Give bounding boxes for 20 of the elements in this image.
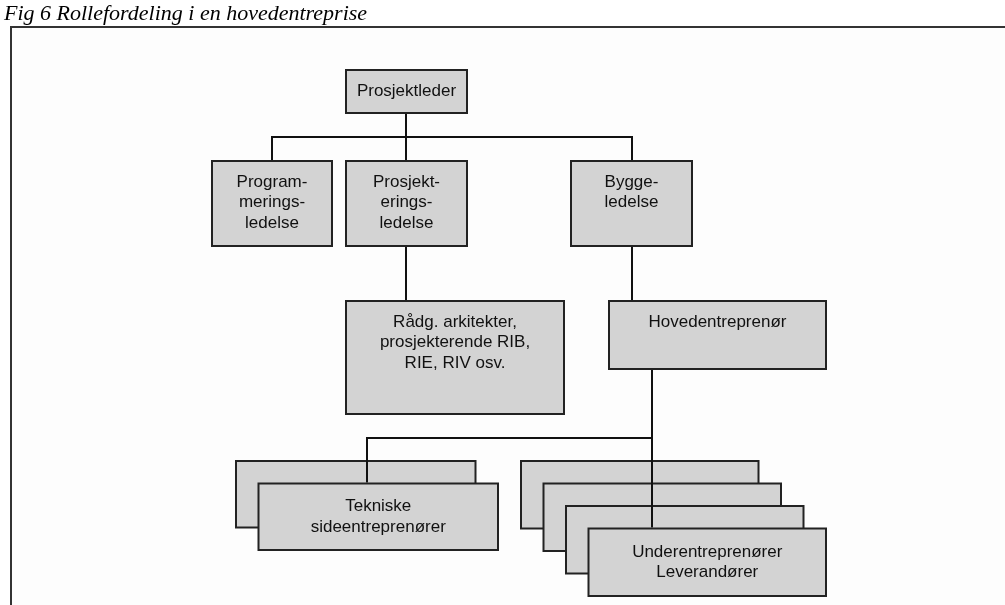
box-label: Program- merings- ledelse: [235, 172, 309, 234]
box-label: Prosjektleder: [355, 81, 458, 102]
org-box: [570, 160, 693, 247]
figure-title: Fig 6 Rollefordeling i en hovedentreprise: [4, 0, 368, 26]
stacked-boxes: [520, 460, 827, 597]
box-label: Hovedentreprenør: [647, 312, 788, 333]
org-box: [608, 300, 827, 370]
org-box: [345, 160, 468, 247]
org-box: [345, 69, 468, 114]
connector-line: [651, 369, 653, 461]
box-label: Rådg. arkitekter, prosjekterende RIB, RIE, RIV osv.: [378, 312, 532, 374]
connector-line: [631, 246, 633, 301]
box-label: Underentreprenører Leverandører: [631, 541, 784, 583]
org-box: [211, 160, 333, 247]
box-label: Tekniske sideentreprenører: [309, 496, 447, 538]
box-label: Bygge- ledelse: [603, 172, 660, 213]
connector-line: [405, 246, 407, 301]
org-box: [345, 300, 565, 415]
box-label: Prosjekt- erings- ledelse: [371, 172, 442, 234]
stacked-boxes: [235, 460, 499, 551]
